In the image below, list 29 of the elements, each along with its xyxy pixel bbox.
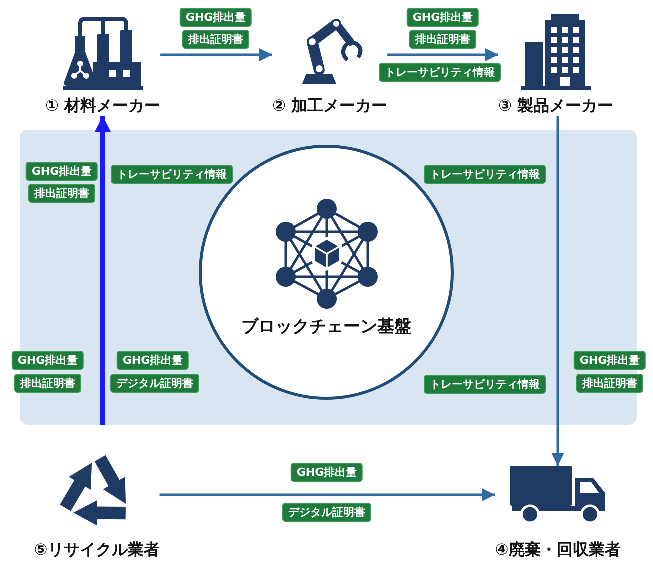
info-tag: GHG排出量 (180, 8, 252, 27)
flow-arrow (552, 116, 564, 466)
actor-label: ② 加工メーカー (272, 96, 388, 116)
info-tag: デジタル証明書 (282, 503, 372, 522)
info-tag: 排出証明書 (28, 184, 96, 203)
info-tag: GHG排出量 (290, 463, 364, 482)
actor-label: ⑤リサイクル業者 (34, 540, 160, 560)
flow-arrow (95, 116, 111, 425)
info-tag: トレーサビリティ情報 (379, 63, 501, 82)
actor-label: ① 材料メーカー (45, 96, 161, 116)
info-tag: 排出証明書 (14, 374, 82, 393)
info-tag: トレーサビリティ情報 (424, 165, 546, 184)
flow-arrow (388, 48, 498, 62)
info-tag: デジタル証明書 (110, 374, 200, 393)
info-tag: GHG排出量 (406, 8, 480, 27)
info-tag: GHG排出量 (26, 162, 98, 181)
info-tag: GHG排出量 (12, 351, 84, 370)
info-tag: GHG排出量 (116, 351, 190, 370)
flow-arrow (160, 48, 272, 62)
info-tag: GHG排出量 (574, 351, 646, 370)
info-tag: 排出証明書 (576, 374, 644, 393)
info-tag: 排出証明書 (182, 30, 250, 49)
info-tag: トレーサビリティ情報 (111, 165, 233, 184)
info-tag: 排出証明書 (410, 30, 476, 49)
platform-label: ブロックチェーン基盤 (242, 316, 412, 338)
actor-label: ④廃棄・回収業者 (495, 540, 621, 560)
flow-arrow (160, 488, 496, 502)
info-tag: トレーサビリティ情報 (424, 375, 546, 394)
actor-label: ③ 製品メーカー (498, 96, 614, 116)
